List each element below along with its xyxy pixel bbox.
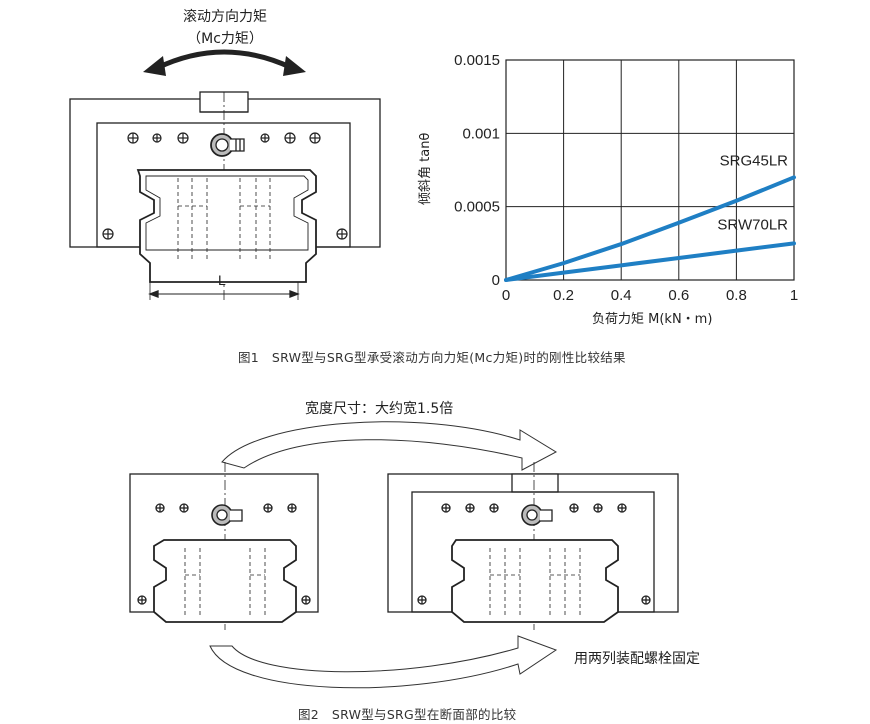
figure2-caption: 图2 SRW型与SRG型在断面部的比较	[298, 707, 517, 722]
series-label-srw70lr: SRW70LR	[717, 216, 788, 233]
y-tick-label: 0.001	[462, 125, 500, 142]
rolling-moment-arrow-head-left	[143, 56, 166, 76]
width-comparison-label: 宽度尺寸：大约宽1.5倍	[305, 401, 454, 417]
y-tick-label: 0	[492, 272, 500, 289]
rolling-moment-arrow-head-right	[283, 56, 306, 76]
x-tick-label: 0.4	[611, 287, 632, 304]
srw-block-drawing-2	[387, 462, 679, 630]
x-tick-label: 0	[502, 287, 510, 304]
dimension-label-l: L	[218, 272, 226, 288]
rolling-moment-label-line1: 滚动方向力矩	[183, 9, 267, 25]
series-line-srg45lr	[504, 175, 796, 282]
series-line-srw70lr	[504, 241, 796, 282]
y-tick-label: 0.0015	[454, 52, 500, 69]
x-tick-label: 0.6	[668, 287, 689, 304]
plot-frame	[505, 59, 795, 281]
rolling-moment-label-line2: （Mc力矩）	[187, 31, 263, 47]
figure1-caption: 图1 SRW型与SRG型承受滚动方向力矩(Mc力矩)时的刚性比较结果	[238, 350, 626, 365]
x-tick-label: 0.2	[553, 287, 574, 304]
srw-block-drawing	[69, 91, 381, 300]
top-curved-arrow	[221, 421, 558, 471]
bottom-curved-arrow	[209, 635, 558, 689]
y-tick-label: 0.0005	[454, 199, 500, 216]
bolt-fixing-label: 用两列装配螺栓固定	[574, 651, 700, 667]
x-tick-label: 0.8	[726, 287, 747, 304]
x-tick-label: 1	[790, 287, 798, 304]
rolling-moment-label: 滚动方向力矩 （Mc力矩）	[150, 6, 300, 48]
series-label-srg45lr: SRG45LR	[720, 152, 789, 169]
srg-block-drawing	[129, 462, 319, 630]
chart-x-axis-label: 负荷力矩 M(kN・m)	[592, 312, 713, 327]
rolling-moment-arrow	[155, 49, 294, 71]
